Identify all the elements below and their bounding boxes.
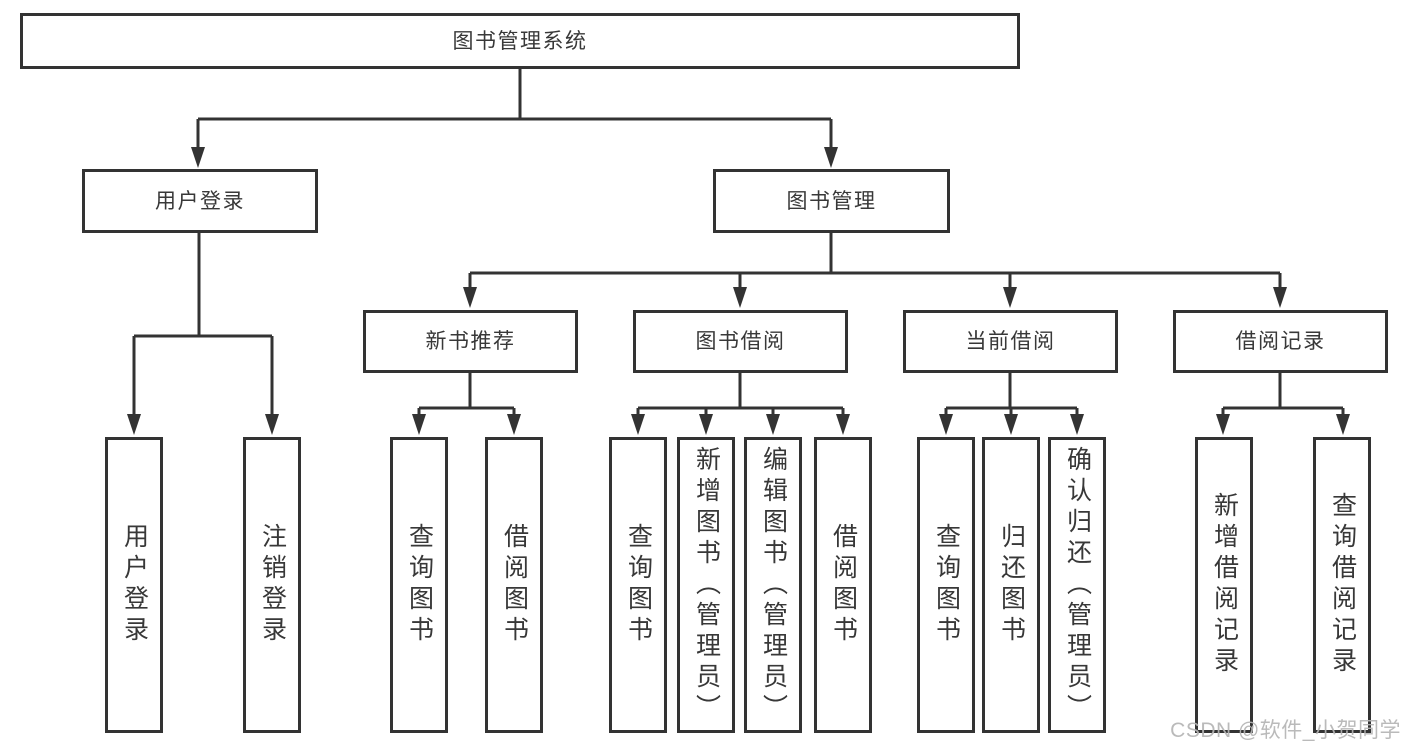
node-user-login-label: 用户登录 xyxy=(155,189,245,213)
node-new-book-recommend-label: 新书推荐 xyxy=(425,330,516,353)
leaf-add-borrow-record: 新增借阅记录 xyxy=(1195,437,1253,733)
leaf-query-books-current: 查询图书 xyxy=(917,437,975,733)
leaf-user-login-label: 用户登录 xyxy=(120,523,149,647)
leaf-query-books-borrowing-label: 查询图书 xyxy=(624,523,653,647)
node-new-book-recommend: 新书推荐 xyxy=(363,310,578,373)
leaf-add-borrow-record-label: 新增借阅记录 xyxy=(1210,492,1239,678)
leaf-confirm-return-admin-label: 确认归还（管理员） xyxy=(1063,445,1092,725)
node-library-system: 图书管理系统 xyxy=(20,13,1020,69)
node-book-management: 图书管理 xyxy=(713,169,950,233)
leaf-return-book-label: 归还图书 xyxy=(997,523,1026,647)
leaf-query-books-current-label: 查询图书 xyxy=(932,523,961,647)
leaf-edit-book-admin: 编辑图书（管理员） xyxy=(744,437,802,733)
leaf-logout: 注销登录 xyxy=(243,437,301,733)
leaf-user-login: 用户登录 xyxy=(105,437,163,733)
leaf-query-borrow-record: 查询借阅记录 xyxy=(1313,437,1371,733)
leaf-borrow-books-borrowing: 借阅图书 xyxy=(814,437,872,733)
leaf-confirm-return-admin: 确认归还（管理员） xyxy=(1048,437,1106,733)
leaf-add-book-admin: 新增图书（管理员） xyxy=(677,437,735,733)
node-book-borrowing-label: 图书借阅 xyxy=(695,330,786,353)
node-book-borrowing: 图书借阅 xyxy=(633,310,848,373)
leaf-query-books-recommend-label: 查询图书 xyxy=(405,523,434,647)
node-book-management-label: 图书管理 xyxy=(786,189,877,213)
leaf-return-book: 归还图书 xyxy=(982,437,1040,733)
leaf-borrow-books-recommend: 借阅图书 xyxy=(485,437,543,733)
leaf-query-books-recommend: 查询图书 xyxy=(390,437,448,733)
leaf-query-books-borrowing: 查询图书 xyxy=(609,437,667,733)
leaf-borrow-books-borrowing-label: 借阅图书 xyxy=(829,523,858,647)
node-borrowing-records: 借阅记录 xyxy=(1173,310,1388,373)
leaf-logout-label: 注销登录 xyxy=(258,523,287,647)
leaf-add-book-admin-label: 新增图书（管理员） xyxy=(692,445,721,725)
leaf-borrow-books-recommend-label: 借阅图书 xyxy=(500,523,529,647)
node-user-login: 用户登录 xyxy=(82,169,318,233)
node-library-system-label: 图书管理系统 xyxy=(452,29,588,53)
csdn-watermark: CSDN @软件_小贺同学 xyxy=(1170,719,1401,742)
node-current-borrowing-label: 当前借阅 xyxy=(965,330,1056,353)
node-current-borrowing: 当前借阅 xyxy=(903,310,1118,373)
leaf-query-borrow-record-label: 查询借阅记录 xyxy=(1328,492,1357,678)
leaf-edit-book-admin-label: 编辑图书（管理员） xyxy=(759,445,788,725)
node-borrowing-records-label: 借阅记录 xyxy=(1235,330,1326,353)
